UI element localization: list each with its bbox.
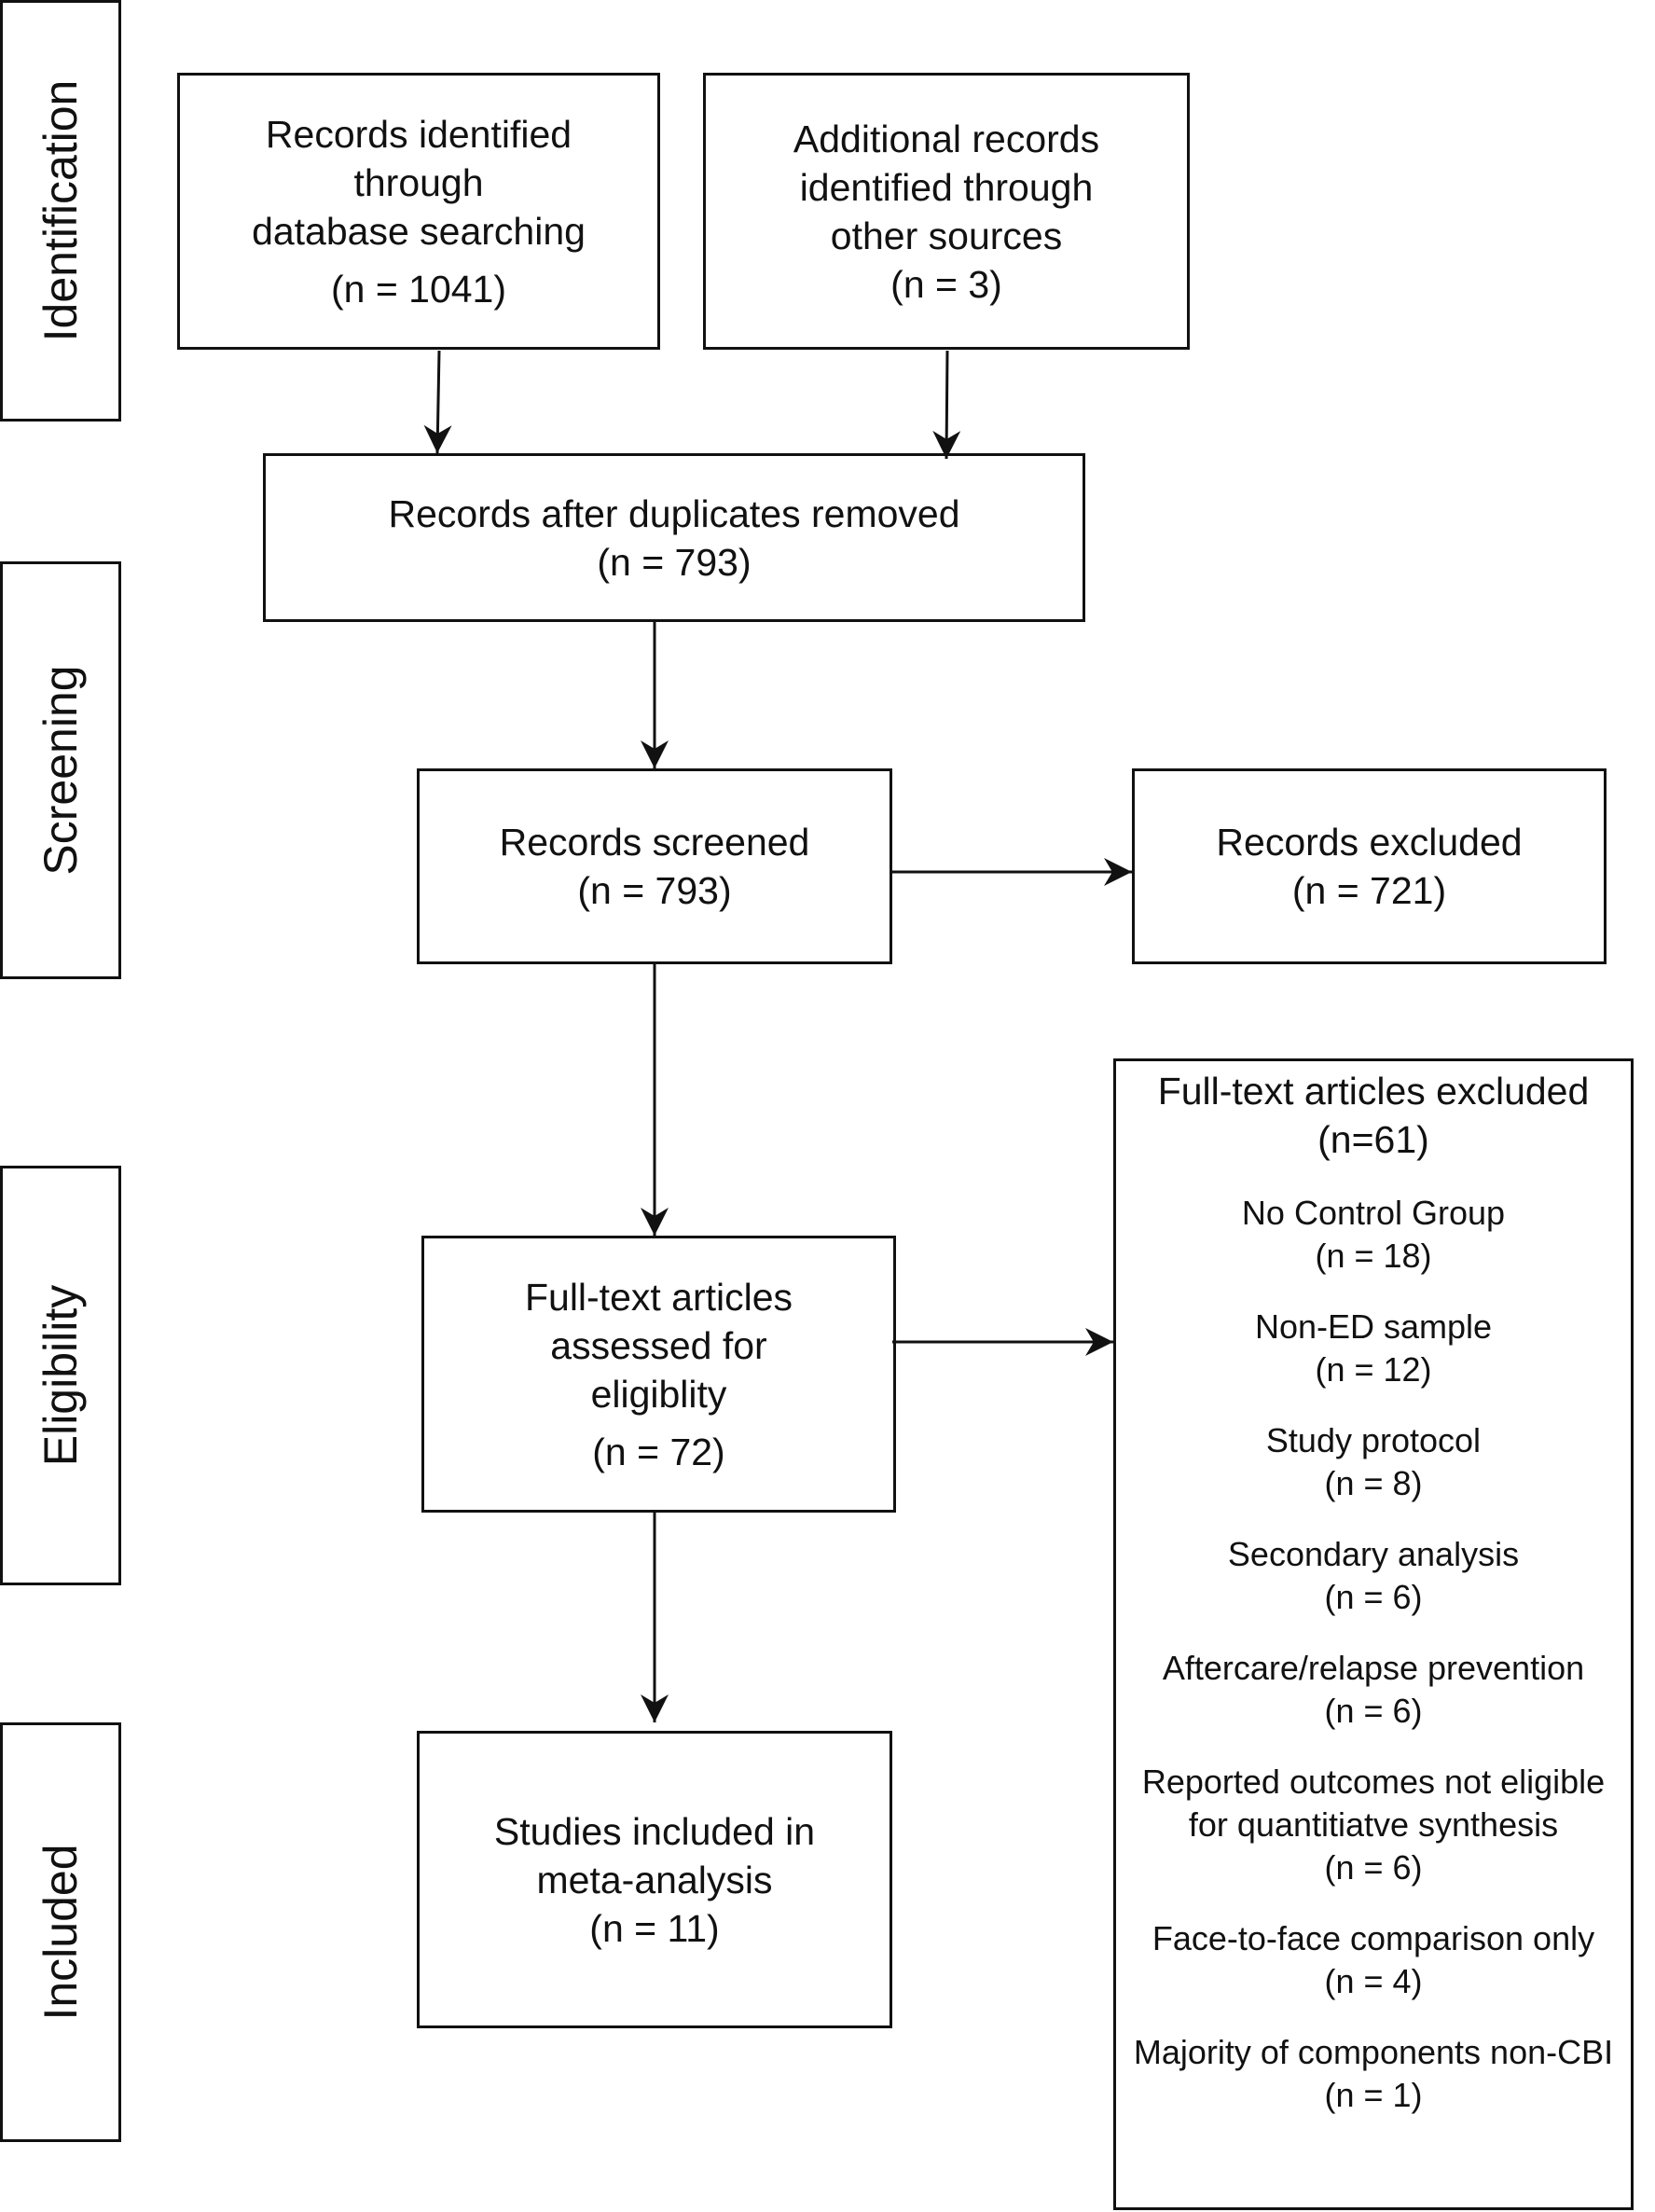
box-line: Studies included in bbox=[493, 1809, 816, 1853]
exclusion-reason: Non-ED sample (n = 12) bbox=[1255, 1306, 1492, 1391]
reason-label: Reported outcomes not eligible bbox=[1141, 1763, 1606, 1801]
box-other-sources: Additional records identified through ot… bbox=[703, 73, 1190, 350]
box-after-duplicates: Records after duplicates removed (n = 79… bbox=[263, 453, 1085, 622]
box-line: Records excluded bbox=[1216, 821, 1523, 864]
reason-label: Non-ED sample bbox=[1254, 1307, 1493, 1346]
exclusion-reason: Secondary analysis (n = 6) bbox=[1228, 1533, 1519, 1619]
box-line: Records after duplicates removed bbox=[388, 491, 960, 535]
exclusion-reason: Aftercare/relapse prevention (n = 6) bbox=[1163, 1647, 1584, 1733]
box-count: (n = 3) bbox=[890, 262, 1002, 306]
reason-label: Aftercare/relapse prevention bbox=[1162, 1649, 1585, 1687]
box-records-screened: Records screened (n = 793) bbox=[417, 768, 892, 964]
box-line: Records identified bbox=[265, 112, 572, 156]
reason-label: No Control Group bbox=[1241, 1194, 1506, 1232]
exclusion-reason: Majority of components non-CBI (n = 1) bbox=[1134, 2031, 1613, 2117]
stage-eligibility: Eligibility bbox=[0, 1166, 121, 1585]
box-line: identified through bbox=[799, 165, 1094, 209]
reason-label: Secondary analysis bbox=[1227, 1535, 1520, 1573]
box-database-records: Records identified through database sear… bbox=[177, 73, 660, 350]
reason-label: for quantitiatve synthesis bbox=[1188, 1805, 1559, 1844]
reason-count: (n = 6) bbox=[1324, 1692, 1423, 1730]
reason-count: (n = 18) bbox=[1315, 1237, 1432, 1275]
reason-count: (n = 4) bbox=[1324, 1962, 1423, 2000]
box-records-excluded: Records excluded (n = 721) bbox=[1132, 768, 1607, 964]
reason-count: (n = 1) bbox=[1324, 2076, 1423, 2114]
box-count: (n = 793) bbox=[577, 869, 732, 912]
reason-label: Majority of components non-CBI bbox=[1133, 2033, 1614, 2071]
box-fulltext-excluded: Full-text articles excluded (n=61) No Co… bbox=[1113, 1058, 1634, 2210]
reason-count: (n = 8) bbox=[1324, 1464, 1423, 1502]
reason-count: (n = 6) bbox=[1324, 1578, 1423, 1616]
exclusion-reason: Reported outcomes not eligible for quant… bbox=[1142, 1761, 1605, 1889]
box-line: Additional records bbox=[793, 117, 1100, 160]
box-count: (n = 72) bbox=[592, 1430, 725, 1473]
reason-label: Study protocol bbox=[1265, 1421, 1482, 1459]
box-count: (n = 793) bbox=[597, 540, 752, 584]
box-count: (n = 1041) bbox=[330, 267, 507, 311]
box-count: (n = 11) bbox=[589, 1906, 720, 1950]
reason-label: Face-to-face comparison only bbox=[1152, 1919, 1595, 1957]
box-line: through bbox=[353, 160, 484, 204]
stage-identification: Identification bbox=[0, 0, 121, 422]
fulltext-excluded-title: Full-text articles excluded bbox=[1157, 1070, 1590, 1113]
box-studies-included: Studies included in meta-analysis (n = 1… bbox=[417, 1731, 892, 2028]
box-line: assessed for bbox=[550, 1323, 767, 1367]
box-count: (n = 721) bbox=[1291, 869, 1447, 912]
box-line: database searching bbox=[252, 209, 586, 253]
box-line: eligiblity bbox=[590, 1372, 727, 1416]
arrow-other-to-duplicates bbox=[932, 350, 961, 460]
arrow-database-to-duplicates bbox=[423, 350, 452, 454]
box-line: other sources bbox=[830, 214, 1063, 257]
exclusion-reason: Study protocol (n = 8) bbox=[1266, 1419, 1481, 1505]
reason-count: (n = 6) bbox=[1324, 1848, 1423, 1887]
box-fulltext-assessed: Full-text articles assessed for eligibli… bbox=[421, 1236, 896, 1513]
box-line: Full-text articles bbox=[524, 1275, 793, 1319]
box-line: Records screened bbox=[499, 821, 810, 864]
fulltext-excluded-count: (n=61) bbox=[1317, 1118, 1429, 1161]
stage-included: Included bbox=[0, 1722, 121, 2142]
reason-count: (n = 12) bbox=[1315, 1350, 1432, 1389]
box-line: meta-analysis bbox=[536, 1858, 773, 1901]
stage-screening: Screening bbox=[0, 561, 121, 979]
exclusion-reason: Face-to-face comparison only (n = 4) bbox=[1152, 1917, 1594, 2003]
exclusion-reason: No Control Group (n = 18) bbox=[1242, 1192, 1505, 1278]
